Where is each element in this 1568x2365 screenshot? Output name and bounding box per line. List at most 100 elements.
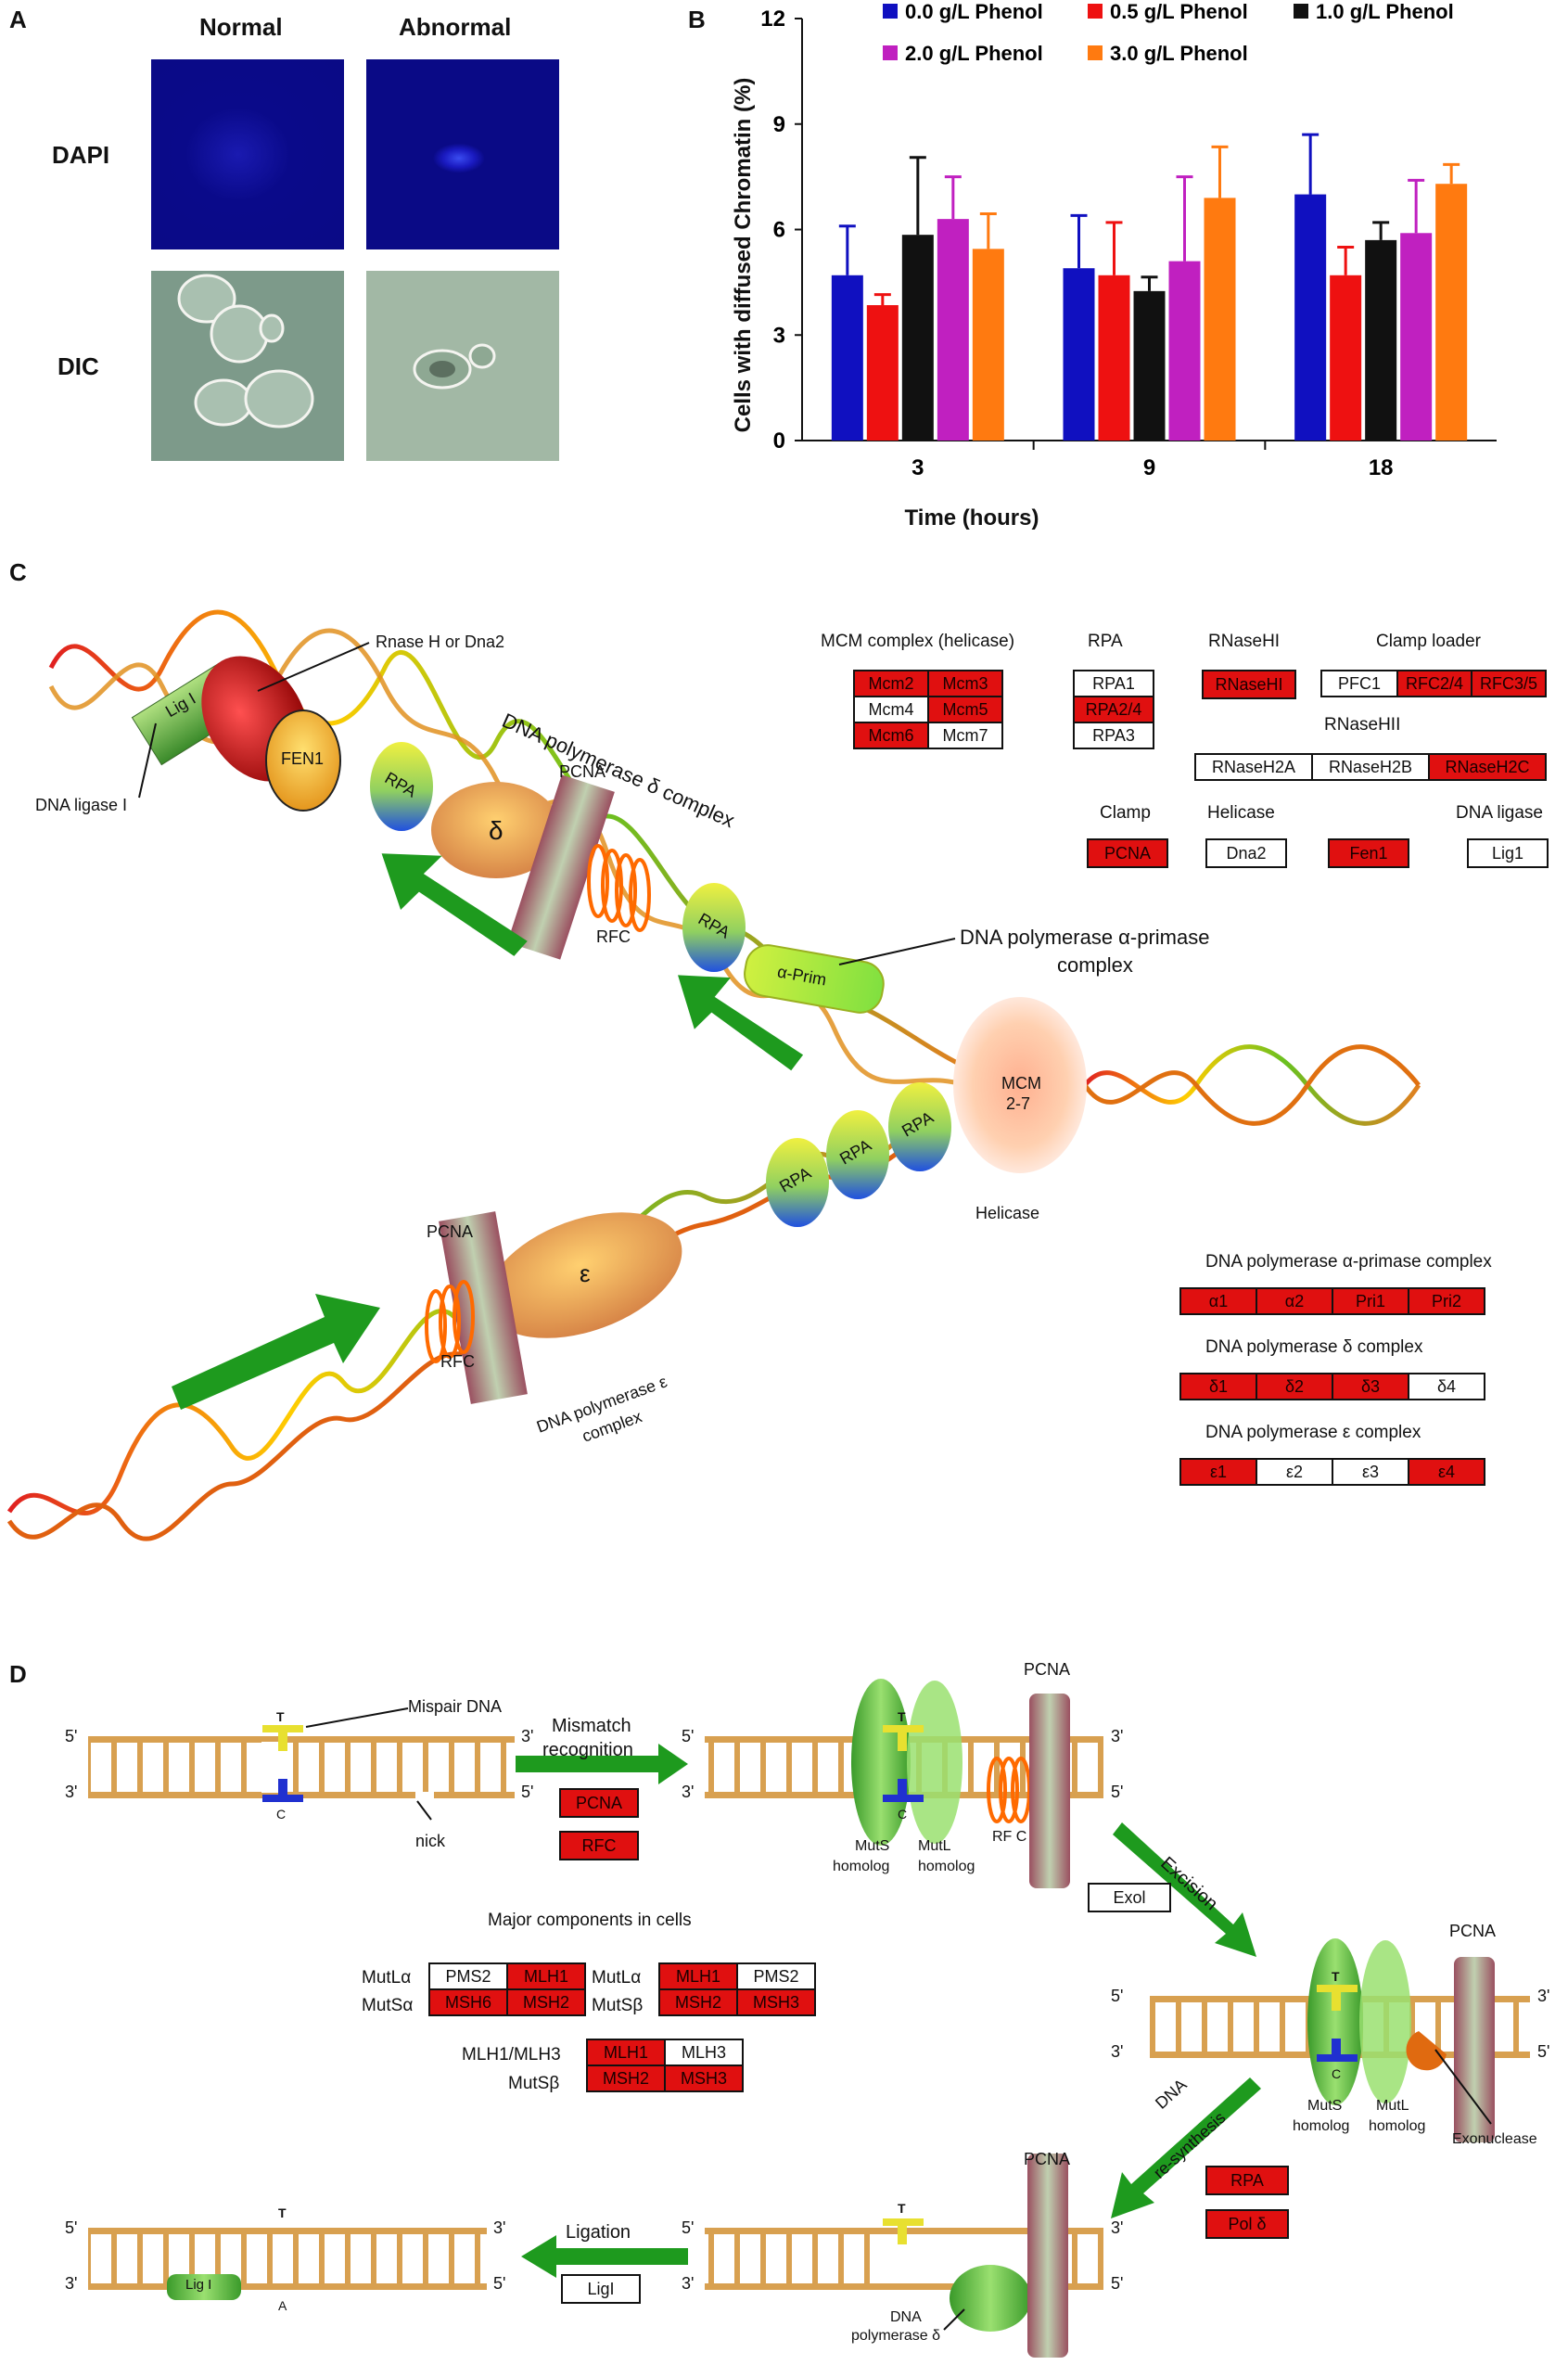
panel-b-label: B [688, 6, 706, 33]
col-normal-label: Normal [199, 13, 283, 41]
chart-xlabel: Time (hours) [904, 505, 1039, 531]
pcna-label-bottom: PCNA [427, 1222, 474, 1241]
dna-ligase-label: DNA ligase I [35, 796, 128, 814]
rnase-dna2-label: Rnase H or Dna2 [376, 633, 505, 651]
ligl-cell: LigI [561, 2274, 641, 2304]
alpha-cell: α2 [1256, 1287, 1333, 1315]
mmr-cell: MLH1 [506, 1962, 586, 1990]
col-abnormal-label: Abnormal [399, 13, 512, 41]
p3-f: 3' [1537, 1987, 1550, 2005]
mmr-cell: MSH3 [736, 1988, 816, 2016]
eps-cell: ε2 [1256, 1458, 1333, 1486]
dna-helix-right [1082, 1044, 1421, 1126]
mutla-label-1: MutLα [362, 1968, 412, 1988]
rpa-oval-1 [370, 742, 433, 831]
pcna-d-cell: PCNA [559, 1788, 639, 1818]
bar [1063, 268, 1095, 441]
panel-c-label: C [9, 558, 27, 586]
rnaseh2-cell: RNaseH2C [1428, 753, 1547, 781]
mcm-helicase [953, 997, 1087, 1173]
p3-b: 3' [521, 1727, 534, 1745]
p5-b: 5' [521, 1783, 534, 1801]
legend-swatch [1088, 4, 1103, 19]
rpa-d-cell: RPA [1205, 2166, 1289, 2195]
mlh13-label: MLH1/MLH3 [462, 2045, 561, 2065]
a-label: A [278, 2298, 287, 2313]
eps-cell: ε1 [1179, 1458, 1257, 1486]
dna-pol-label-2: polymerase δ [851, 2328, 941, 2344]
delta-cell: δ3 [1332, 1373, 1409, 1400]
p5-d: 5' [1111, 1783, 1124, 1801]
bar [1330, 275, 1362, 441]
pcna-d-label-3: PCNA [1024, 2150, 1071, 2168]
p5-c: 5' [682, 1727, 695, 1745]
homolog-label-1b: homolog [918, 1859, 975, 1874]
helicase-label: Helicase [975, 1204, 1040, 1222]
pcna-clamp-top [507, 774, 615, 960]
rfc-label-bottom: RFC [440, 1352, 475, 1371]
bar [1365, 239, 1397, 441]
replication-diagram [6, 609, 1421, 1541]
rfc-d-cell: RFC [559, 1831, 639, 1860]
rpa-cell: RPA1 [1073, 670, 1154, 697]
mmr-cell: PMS2 [736, 1962, 816, 1990]
pcna-label-top: PCNA [559, 762, 606, 781]
rnaseh2-cell: RNaseH2A [1194, 753, 1313, 781]
exol-cell: Exol [1088, 1883, 1171, 1912]
mcm-cell: Mcm3 [927, 670, 1003, 697]
mismatch-label-1: Mismatch [552, 1716, 631, 1736]
rpa-cell: RPA2/4 [1073, 696, 1154, 723]
mutl-label-1: MutL [918, 1838, 951, 1854]
rpa-oval-3 [766, 1138, 829, 1227]
mismatch-label-2: recognition [542, 1740, 633, 1760]
x-tick-label: 18 [1369, 455, 1394, 480]
eps-header: DNA polymerase ε complex [1205, 1423, 1421, 1442]
mmr-cell: MSH2 [586, 2065, 666, 2092]
major-components-label: Major components in cells [488, 1911, 692, 1930]
bar [1294, 194, 1327, 441]
rpa-table: RPA1 RPA2/4 RPA3 [1073, 670, 1154, 749]
c-label-b: C [898, 1807, 908, 1822]
helicase-header: Helicase [1207, 803, 1275, 823]
legend-label: 0.0 g/L Phenol [905, 0, 1043, 23]
process-arrows [516, 1744, 1261, 2278]
y-tick-label: 6 [773, 218, 785, 243]
bar [1400, 233, 1433, 441]
legend-label: 3.0 g/L Phenol [1110, 42, 1248, 65]
mmr-cell: MSH3 [664, 2065, 744, 2092]
delta-cell: δ2 [1256, 1373, 1333, 1400]
bar [1204, 198, 1236, 441]
dic-normal-image [151, 271, 344, 461]
exonuclease-label: Exonuclease [1452, 2131, 1537, 2147]
bar [1435, 184, 1468, 441]
bar [1098, 275, 1130, 441]
rnaseh1-header: RNaseHI [1208, 632, 1281, 651]
bar [901, 235, 934, 441]
rfc-coil-bottom [425, 1280, 475, 1363]
rnaseh2-cell: RNaseH2B [1311, 753, 1430, 781]
lig1-cell: Lig1 [1467, 838, 1549, 868]
mispair-label: Mispair DNA [408, 1697, 503, 1716]
clamp-loader-header: Clamp loader [1376, 632, 1481, 651]
clamp-loader-cell: PFC1 [1320, 670, 1398, 697]
ligase-header: DNA ligase [1456, 803, 1543, 823]
fen-label: FEN1 [281, 749, 325, 768]
p5-h: 5' [1111, 2274, 1124, 2293]
p3-e: 3' [1111, 2042, 1124, 2061]
dna-ladder-4 [705, 2154, 1103, 2358]
rnaseh1-cell: RNaseHI [1202, 670, 1296, 699]
p5-f: 5' [1537, 2042, 1550, 2061]
fen1-cell: Fen1 [1328, 838, 1409, 868]
mcm-cell: Mcm6 [853, 722, 929, 749]
nick-label: nick [415, 1832, 446, 1850]
p3-g: 3' [682, 2274, 695, 2293]
delta-cell: δ4 [1408, 1373, 1485, 1400]
rnaseh2-header: RNaseHII [1324, 715, 1401, 735]
c-label-c: C [1332, 2066, 1342, 2081]
mutla-label-2: MutLα [592, 1968, 642, 1988]
